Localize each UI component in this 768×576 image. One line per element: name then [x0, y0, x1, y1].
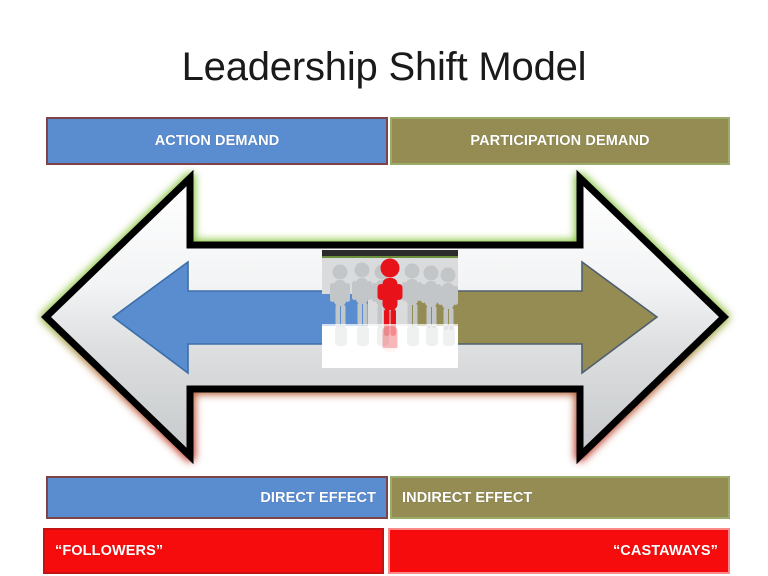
bar-action-demand: ACTION DEMAND: [46, 117, 388, 165]
page-title: Leadership Shift Model: [181, 45, 587, 89]
bar-indirect-effect-label: INDIRECT EFFECT: [402, 489, 533, 506]
bar-participation-demand-label: PARTICIPATION DEMAND: [470, 133, 650, 149]
bar-indirect-effect: INDIRECT EFFECT: [390, 476, 730, 519]
leader-crowd-illustration: [322, 250, 458, 368]
bar-followers: “FOLLOWERS”: [43, 528, 384, 574]
bar-castaways-label: “CASTAWAYS”: [612, 543, 718, 559]
bar-direct-effect: DIRECT EFFECT: [46, 476, 388, 519]
leader-reflection: [382, 326, 398, 352]
bar-participation-demand: PARTICIPATION DEMAND: [390, 117, 730, 165]
bar-followers-label: “FOLLOWERS”: [55, 543, 164, 559]
bar-castaways: “CASTAWAYS”: [388, 528, 730, 574]
center-leader-crowd-image: [322, 250, 458, 368]
bar-action-demand-label: ACTION DEMAND: [154, 133, 280, 149]
bar-direct-effect-label: DIRECT EFFECT: [260, 489, 376, 506]
